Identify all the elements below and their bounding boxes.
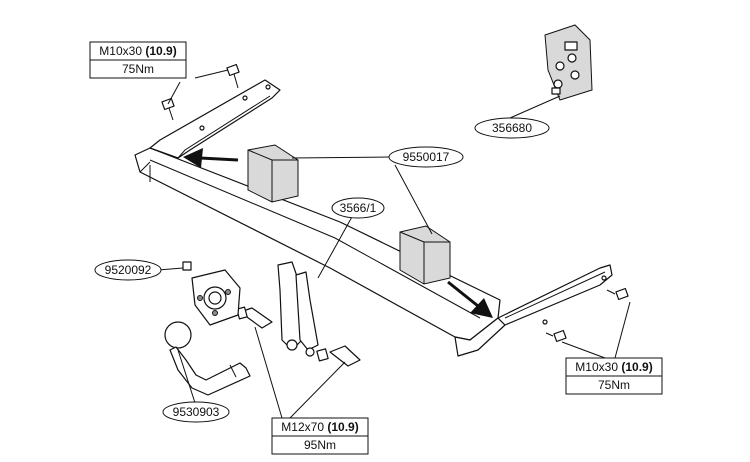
svg-text:3566/1: 3566/1 (340, 201, 377, 215)
bolt-kit-pack (544, 24, 593, 101)
svg-text:356680: 356680 (492, 121, 532, 135)
leader-lines (157, 69, 631, 419)
callout-grade: (10.9) (327, 420, 358, 434)
tow-ball (164, 321, 251, 396)
callout-torque: 95Nm (304, 438, 336, 452)
left-mounting-bracket (149, 79, 281, 159)
crossbar-beam (134, 147, 506, 357)
callout-torque: 75Nm (598, 378, 630, 392)
svg-text:9550017: 9550017 (403, 150, 450, 164)
part-label-9550017: 9550017 (388, 146, 464, 168)
callout-spec: M10x30 (99, 44, 142, 58)
callout-bolt-bottom: M12x70 (10.9) 95Nm (271, 417, 369, 455)
svg-text:M10x30 (10.9): M10x30 (10.9) (575, 360, 652, 374)
callout-spec: M10x30 (575, 360, 618, 374)
m12-bolts (236, 306, 361, 367)
socket-mounting-plate (182, 261, 241, 326)
svg-text:9530903: 9530903 (173, 405, 220, 419)
bolt-pair-right (545, 287, 629, 343)
right-mounting-bracket (497, 264, 613, 326)
callout-bolt-right: M10x30 (10.9) 75Nm (565, 357, 663, 395)
callout-spec: M12x70 (281, 420, 324, 434)
sticker-pad-lower (399, 225, 451, 285)
callout-torque: 75Nm (122, 62, 154, 76)
part-label-9530903: 9530903 (162, 401, 230, 423)
svg-text:9520092: 9520092 (105, 263, 152, 277)
direction-arrow-upper (183, 148, 239, 168)
callout-grade: (10.9) (145, 44, 176, 58)
svg-text:M10x30 (10.9): M10x30 (10.9) (99, 44, 176, 58)
hitch-drop-plates (277, 261, 319, 357)
direction-arrow-lower (447, 280, 493, 318)
part-label-9520092: 9520092 (94, 259, 162, 281)
callout-grade: (10.9) (621, 360, 652, 374)
sticker-pad-upper (247, 144, 299, 203)
callout-bolt-top-left: M10x30 (10.9) 75Nm (89, 41, 187, 79)
svg-text:M12x70 (10.9): M12x70 (10.9) (281, 420, 358, 434)
part-label-3566-1: 3566/1 (331, 197, 385, 219)
part-label-356680: 356680 (474, 117, 550, 139)
